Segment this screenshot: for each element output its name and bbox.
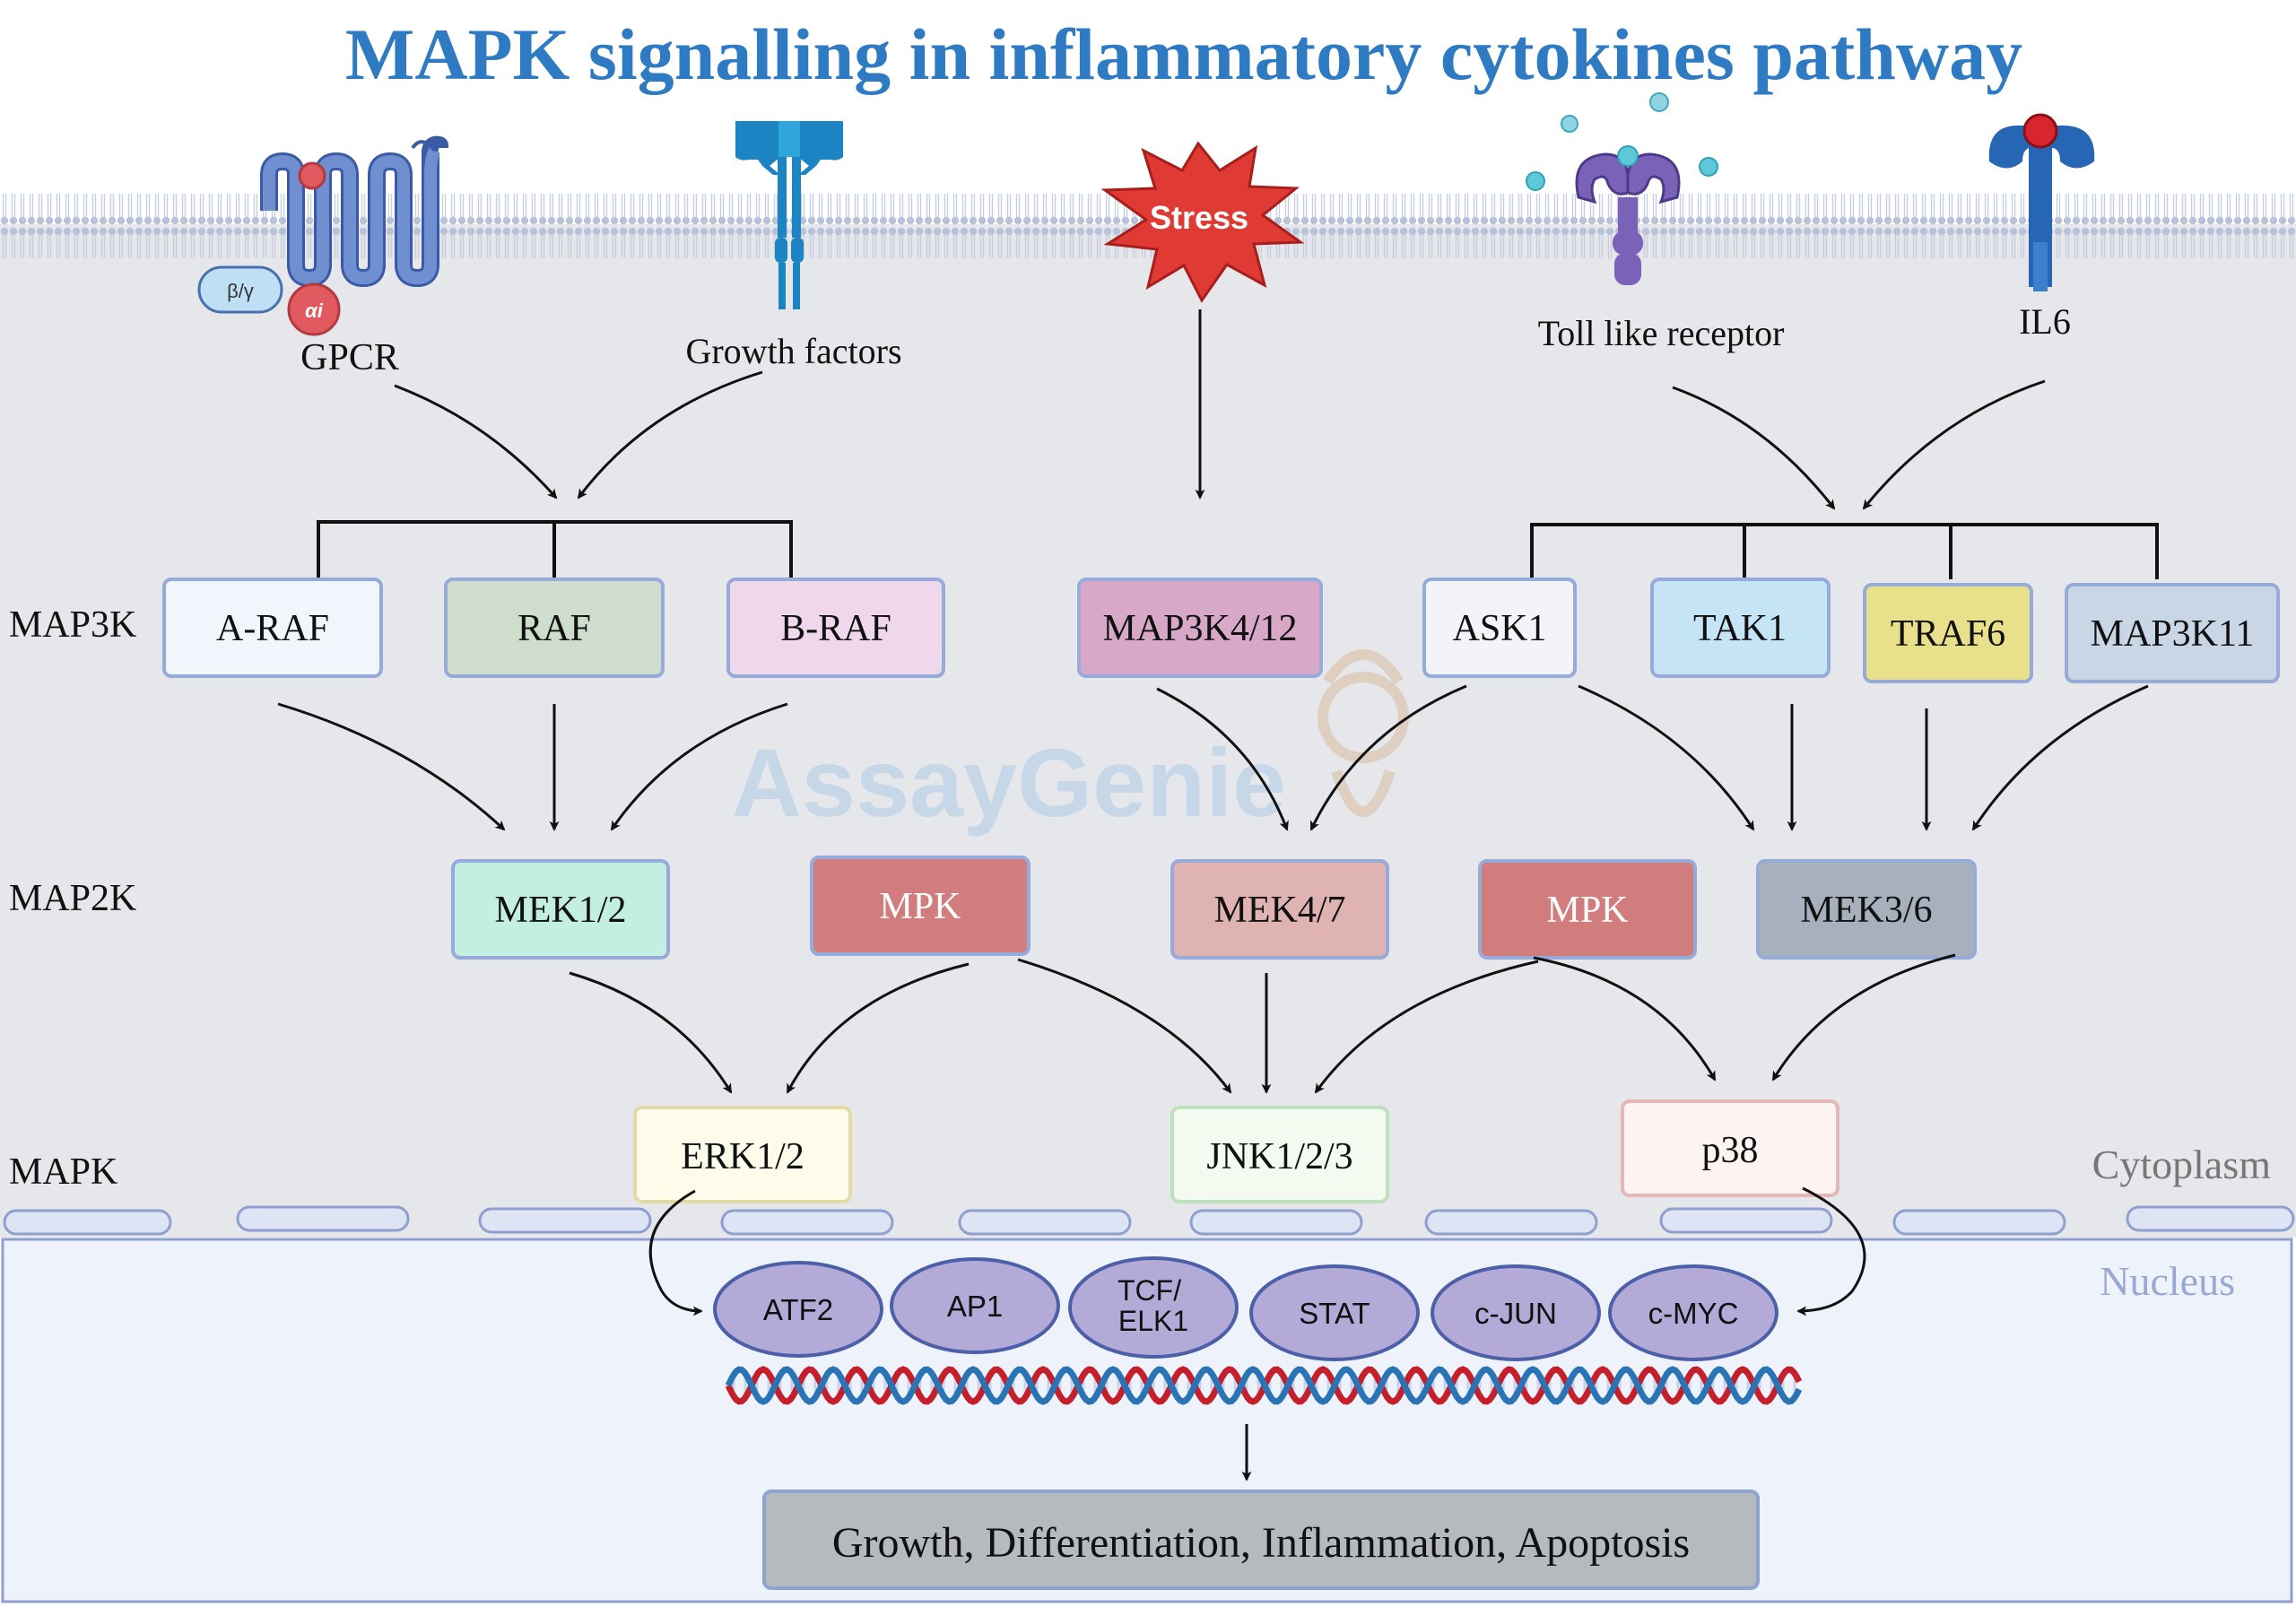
growth-factor-receptor-icon [735, 121, 843, 309]
transcription-factor-c-jun: c-JUN [1431, 1264, 1601, 1361]
node-label: MAP3K11 [2091, 613, 2255, 655]
growth-factors-label: Growth factors [685, 331, 901, 371]
factor-label: TCF/ ELK1 [1118, 1274, 1189, 1337]
il6-ligand-icon [2022, 113, 2058, 149]
beta-gamma-subunit-icon [197, 265, 283, 314]
map3k-node-b-raf: B-RAF [726, 578, 945, 678]
toll-like-receptor-label: Toll like receptor [1538, 313, 1785, 353]
node-label: MAP3K4/12 [1102, 608, 1297, 649]
node-label: MPK [1546, 890, 1628, 931]
node-label: RAF [517, 608, 591, 649]
cytoplasm-label: Cytoplasm [2092, 1142, 2272, 1187]
watermark-text: AssayGenie [732, 728, 1286, 837]
node-label: MPK [879, 886, 961, 927]
node-label: TAK1 [1693, 608, 1787, 649]
node-label: B-RAF [780, 608, 891, 649]
node-label: TRAF6 [1891, 613, 2005, 655]
map2k-node-mpk-right: MPK [1478, 859, 1697, 960]
map3k-node-raf: RAF [444, 578, 665, 678]
map3k-node-traf6: TRAF6 [1863, 583, 2033, 683]
nuclear-entry-arrows [648, 1186, 1866, 1316]
node-label: A-RAF [216, 608, 329, 649]
node-label: MEK1/2 [495, 890, 627, 931]
map3k-node-map3k11: MAP3K11 [2065, 583, 2280, 683]
cytoplasm-area [0, 224, 2296, 1238]
factor-label: c-JUN [1474, 1297, 1557, 1330]
map2k-node-mek1-2: MEK1/2 [451, 859, 670, 960]
diagram-title: MAPK signalling in inflammatory cytokine… [345, 13, 2022, 95]
gpcr-label: GPCR [300, 337, 399, 378]
node-label: JNK1/2/3 [1206, 1136, 1352, 1177]
mapk-node-jnk1-2-3: JNK1/2/3 [1170, 1106, 1389, 1203]
tier-label-map3k: MAP3K [9, 604, 136, 646]
node-label: MEK4/7 [1214, 890, 1346, 931]
nucleus-label: Nucleus [2100, 1258, 2235, 1304]
watermark-logo: AssayGenie [732, 649, 1409, 837]
stress-label: Stress [1150, 199, 1248, 236]
dna-helix-icon [725, 1366, 1803, 1405]
outcome-box: Growth, Differentiation, Inflammation, A… [762, 1490, 1760, 1590]
mapk-node-p38: p38 [1621, 1099, 1839, 1197]
receptor-arrows [394, 309, 2046, 510]
map3k-brackets [317, 520, 2159, 579]
map3k-node-a-raf: A-RAF [162, 578, 383, 678]
map3k-node-ask1: ASK1 [1422, 578, 1577, 678]
tier-label-mapk: MAPK [9, 1151, 117, 1193]
transcription-factor-c-myc: c-MYC [1608, 1264, 1779, 1361]
map3k-to-map2k-arrows [277, 684, 2149, 831]
mapk-node-erk1-2: ERK1/2 [633, 1106, 852, 1203]
node-label: p38 [1702, 1130, 1759, 1171]
node-label: ASK1 [1452, 608, 1546, 649]
map2k-node-mpk-left: MPK [810, 856, 1031, 956]
factor-label: STAT [1299, 1297, 1370, 1330]
transcription-factor-tcf-elk1: TCF/ ELK1 [1068, 1256, 1239, 1359]
transcription-factor-ap1: AP1 [890, 1257, 1060, 1354]
transcription-factor-stat: STAT [1249, 1264, 1420, 1361]
node-label: ERK1/2 [681, 1136, 804, 1177]
map2k-to-mapk-arrows [569, 953, 1956, 1094]
outcome-label: Growth, Differentiation, Inflammation, A… [832, 1519, 1690, 1567]
nuclear-envelope [3, 1205, 2295, 1236]
factor-label: c-MYC [1648, 1297, 1739, 1330]
factor-label: ATF2 [763, 1293, 833, 1326]
map3k-node-map3k4-12: MAP3K4/12 [1077, 578, 1323, 678]
factor-label: AP1 [947, 1290, 1003, 1323]
map2k-node-mek3-6: MEK3/6 [1756, 859, 1977, 960]
map2k-node-mek4-7: MEK4/7 [1170, 859, 1389, 960]
il6-receptor-icon [1988, 113, 2095, 291]
transcription-factor-atf2: ATF2 [713, 1261, 883, 1358]
node-label: MEK3/6 [1801, 890, 1933, 931]
toll-like-receptor-icon [1526, 92, 1718, 285]
gpcr-receptor-icon: β/γ αi [197, 135, 448, 336]
alpha-label: αi [305, 300, 324, 322]
map3k-node-tak1: TAK1 [1650, 578, 1831, 678]
alpha-subunit-icon [287, 282, 341, 336]
beta-gamma-label: β/γ [227, 280, 254, 302]
il6-label: IL6 [2019, 301, 2071, 342]
stress-burst-icon [1100, 141, 1305, 303]
tier-label-map2k: MAP2K [9, 878, 136, 919]
